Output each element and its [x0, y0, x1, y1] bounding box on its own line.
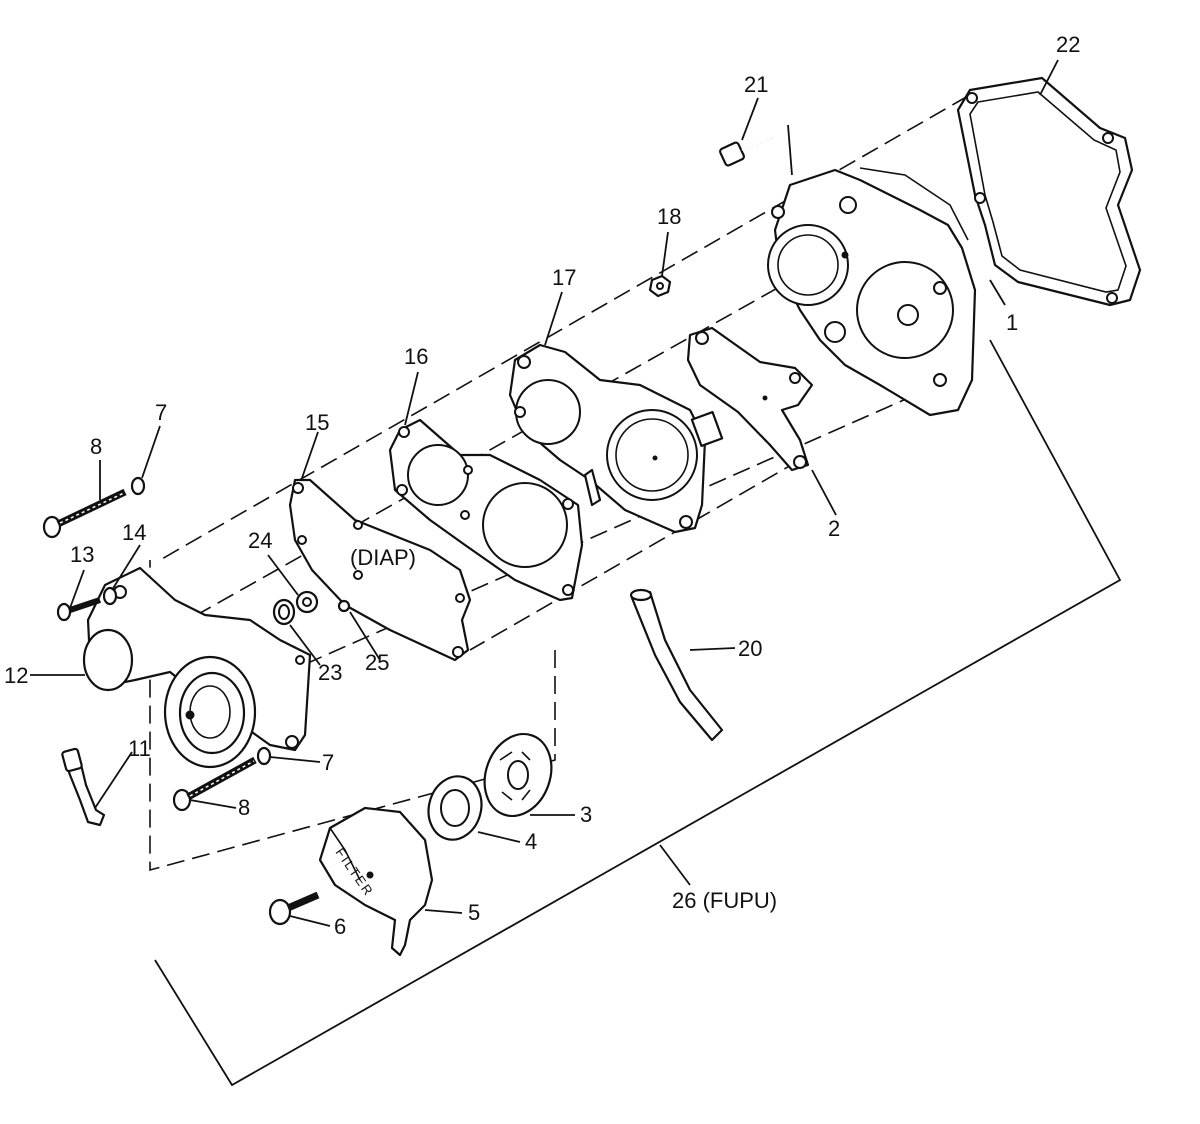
callout-5: 5 — [468, 900, 480, 925]
callout-22: 22 — [1056, 32, 1080, 57]
nut-25 — [337, 599, 351, 613]
screw-8-upper — [42, 488, 127, 539]
callout-4: 4 — [525, 829, 537, 854]
fitting-11 — [61, 747, 106, 827]
seal-4 — [427, 775, 483, 841]
callout-1: 1 — [1006, 310, 1018, 335]
callout-8-lower: 8 — [238, 795, 250, 820]
callout-7-lower: 7 — [322, 750, 334, 775]
callout-8-upper: 8 — [90, 434, 102, 459]
callout-25: 25 — [365, 650, 389, 675]
assembly-bracket-26 — [154, 339, 1122, 1087]
callout-7-upper: 7 — [155, 400, 167, 425]
callout-12: 12 — [4, 663, 28, 688]
screw-21 — [719, 137, 773, 167]
gasket-16 — [388, 418, 584, 602]
callout-21: 21 — [744, 72, 768, 97]
screw-6 — [268, 891, 320, 926]
leader-lines — [30, 59, 1059, 927]
callout-3: 3 — [580, 802, 592, 827]
callout-18: 18 — [657, 204, 681, 229]
pump-body-1 — [767, 167, 977, 417]
callout-14: 14 — [122, 520, 146, 545]
washer-7-upper — [130, 476, 146, 496]
callout-15: 15 — [305, 410, 329, 435]
nut-18 — [648, 274, 672, 298]
filter-cover-5: FILTER — [318, 806, 434, 957]
callout-11: 11 — [128, 736, 151, 761]
callouts: 22 1 21 18 2 17 16 15 7 8 14 13 24 (DIAP… — [4, 32, 1080, 939]
washer-7-lower — [256, 746, 272, 766]
callout-26: 26 (FUPU) — [672, 888, 777, 913]
screw-13 — [56, 597, 101, 622]
callout-13: 13 — [70, 542, 94, 567]
washer-14 — [102, 586, 118, 606]
screw-8-lower — [172, 756, 257, 812]
gasket-22 — [956, 76, 1142, 307]
valve-plate-3 — [483, 732, 553, 818]
pump-cylinder — [163, 655, 257, 769]
callout-20: 20 — [738, 636, 762, 661]
bracket-2 — [686, 326, 814, 472]
hose-20 — [629, 588, 724, 742]
callout-17: 17 — [552, 265, 576, 290]
washer-23 — [272, 598, 296, 626]
diap-label: (DIAP) — [350, 545, 416, 570]
callout-6: 6 — [334, 914, 346, 939]
callout-24: 24 — [248, 528, 272, 553]
callout-16: 16 — [404, 344, 428, 369]
retainer-24 — [295, 590, 319, 614]
callout-2: 2 — [828, 516, 840, 541]
diaphragm-15 — [288, 478, 472, 662]
callout-23: 23 — [318, 660, 342, 685]
cover-17 — [508, 343, 724, 534]
